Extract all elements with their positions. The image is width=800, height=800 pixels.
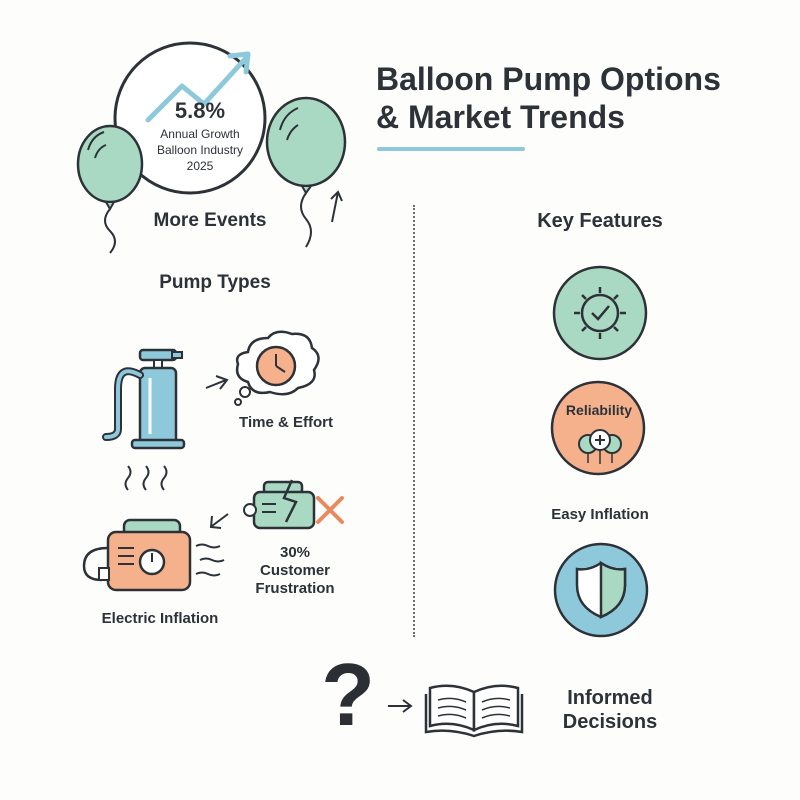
growth-line-3: 2025 (186, 159, 214, 173)
arrow-right-icon (205, 375, 229, 390)
frustration-label: 30% Customer Frustration (240, 544, 350, 598)
electric-pump-icon (82, 518, 225, 592)
balloons-plus-icon (550, 380, 646, 476)
arrow-down-left-icon (209, 513, 229, 529)
pump-types-heading: Pump Types (159, 272, 271, 293)
shield-icon (553, 542, 649, 638)
dotted-divider (413, 205, 415, 637)
growth-line-2: Balloon Industry (156, 143, 244, 157)
balloon-left-icon (76, 124, 144, 254)
broken-pump-icon (243, 479, 344, 530)
title-line-2: & Market Trends (376, 99, 625, 135)
growth-line-1: Annual Growth (160, 127, 240, 141)
open-book-icon (424, 684, 524, 738)
frustration-line-2: Customer (259, 562, 330, 579)
informed-line-1: Informed (567, 687, 653, 709)
arrow-right-icon-2 (388, 699, 413, 713)
balloon-right-icon (265, 96, 347, 248)
informed-line-2: Decisions (562, 711, 658, 733)
reliability-label: Reliability (565, 402, 633, 418)
heat-waves-icon (124, 465, 168, 491)
electric-inflation-label: Electric Inflation (101, 610, 219, 627)
frustration-line-3: Frustration (255, 580, 335, 597)
thought-clock-icon (234, 330, 320, 406)
page-title: Balloon Pump Options & Market Trends (376, 60, 776, 136)
frustration-line-1: 30% (279, 544, 311, 561)
informed-decisions-label: Informed Decisions (545, 686, 675, 734)
time-effort-label: Time & Effort (239, 414, 333, 431)
title-underline (377, 147, 525, 151)
question-mark-icon: ? (321, 645, 375, 744)
gear-check-icon (552, 265, 648, 361)
key-features-heading: Key Features (537, 210, 663, 232)
easy-inflation-label: Easy Inflation (551, 506, 649, 523)
hand-pump-icon (102, 348, 186, 450)
trend-arrow-icon (145, 55, 249, 123)
more-events-label: More Events (153, 210, 267, 231)
growth-percent: 5.8% (174, 98, 226, 123)
title-line-1: Balloon Pump Options (376, 61, 721, 97)
